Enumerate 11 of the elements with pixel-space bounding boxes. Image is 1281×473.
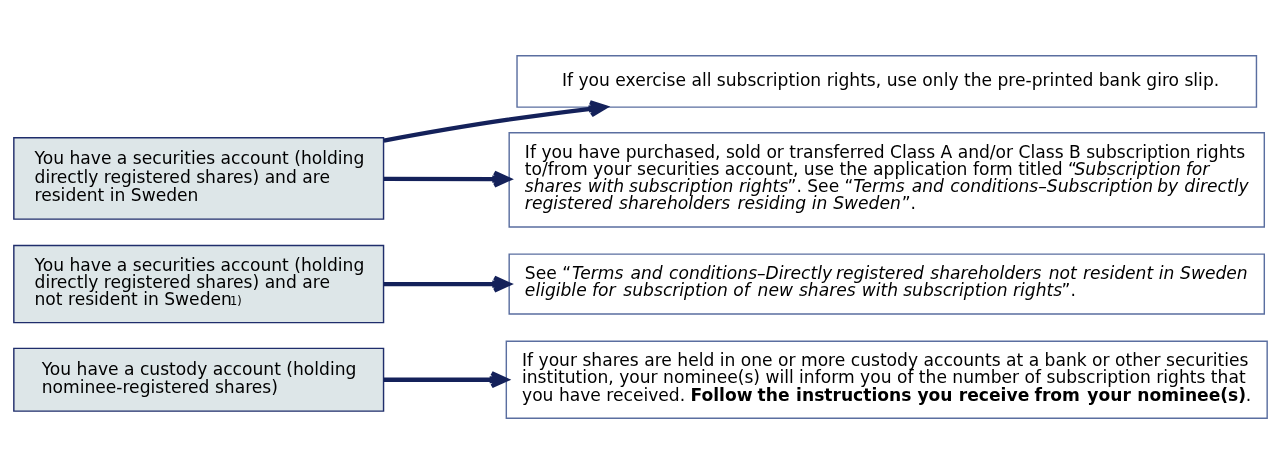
node-box: You have a securities account (holding directly registered shares) and are resident in Sweden (13, 136, 385, 220)
arrow (383, 370, 509, 388)
arrow (383, 170, 511, 188)
node-box: If your shares are held in one or more custody accounts at a bank or other securities institution, your nominee(s) will inform you of the number of subscription rights that you have received. Follow the instructions you receive from your nominee(s). (505, 340, 1268, 419)
node-box: See “Terms and conditions–Directly registered shareholders not resident in Sweden eligible for subscription of new shares with subscription rights”. (508, 252, 1266, 315)
node-box: If you exercise all subscription rights, use only the pre-printed bank giro slip. (516, 54, 1258, 108)
arrow (383, 99, 608, 143)
node-box: You have a securities account (holding directly registered shares) and are not resident in Sweden1) (13, 244, 385, 323)
node-box: If you have purchased, sold or transferred Class A and/or Class B subscription rights to/from your securities account, use the application form titled “Subscription for shares with subscription rights”. See “Terms and conditions–Subscription by directly registered shareholders residing in Sweden”. (508, 131, 1266, 228)
node-box: You have a custody account (holding nominee-registered shares) (13, 347, 385, 412)
arrow (383, 275, 511, 293)
